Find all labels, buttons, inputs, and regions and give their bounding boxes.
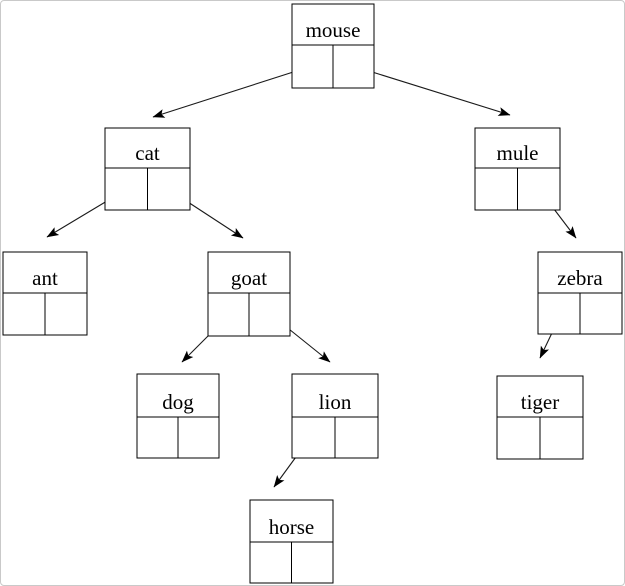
edge-mouse-right-to-mule [352,65,511,116]
edge-mouse-left-to-cat [152,65,313,118]
node-label: horse [269,515,315,539]
node-label: goat [231,266,267,290]
node-label: tiger [521,390,559,414]
node-label: mule [497,141,539,165]
node-label: cat [135,141,160,165]
node-mule: mule [474,127,561,211]
node-label: lion [319,390,352,414]
node-cat: cat [104,127,191,211]
node-ant: ant [2,251,88,336]
node-label: dog [162,390,194,414]
node-lion: lion [291,373,379,459]
node-zebra: zebra [537,251,623,335]
node-tiger: tiger [496,375,584,460]
node-horse: horse [249,499,334,584]
node-dog: dog [136,373,220,459]
node-goat: goat [207,251,291,337]
node-label: zebra [557,266,603,290]
node-label: ant [32,266,58,290]
node-box [136,373,220,459]
node-mouse: mouse [291,3,375,89]
node-label: mouse [306,18,361,42]
